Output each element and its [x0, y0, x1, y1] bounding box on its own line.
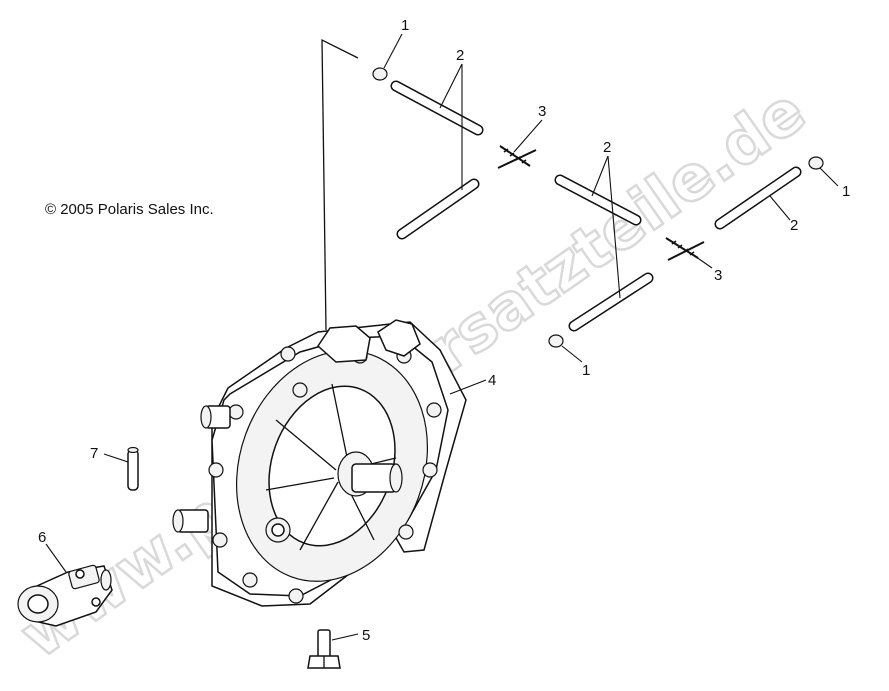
callout-label-1: 1: [401, 17, 409, 34]
cap-top: [372, 67, 388, 81]
cap-right: [808, 156, 824, 170]
cap-lower: [548, 334, 564, 348]
pin-top-left: [390, 80, 484, 136]
pin-lower-center: [568, 272, 654, 332]
bolt: [307, 629, 341, 669]
pin-mid-center: [554, 174, 642, 226]
callout-label-2: 2: [456, 47, 464, 64]
gearcase-housing: [172, 319, 467, 607]
clip-upper: [497, 145, 537, 169]
callout-label-7: 7: [90, 445, 98, 462]
copyright-notice: © 2005 Polaris Sales Inc.: [45, 201, 214, 218]
pin-mid-left: [396, 178, 480, 240]
callout-leaders: [45, 33, 839, 641]
callout-label-2: 2: [603, 139, 611, 156]
callout-label-2: 2: [790, 217, 798, 234]
assembly-leader-line: [321, 38, 359, 331]
callout-label-6: 6: [38, 529, 46, 546]
callout-label-3: 3: [714, 267, 722, 284]
callout-label-3: 3: [538, 103, 546, 120]
clip-lower: [665, 237, 705, 261]
roll-pin: [127, 446, 139, 491]
pin-right: [714, 166, 802, 230]
callout-label-4: 4: [488, 372, 496, 389]
callout-label-5: 5: [362, 627, 370, 644]
callout-label-1: 1: [582, 362, 590, 379]
u-joint: [17, 564, 113, 627]
callout-label-1: 1: [842, 183, 850, 200]
